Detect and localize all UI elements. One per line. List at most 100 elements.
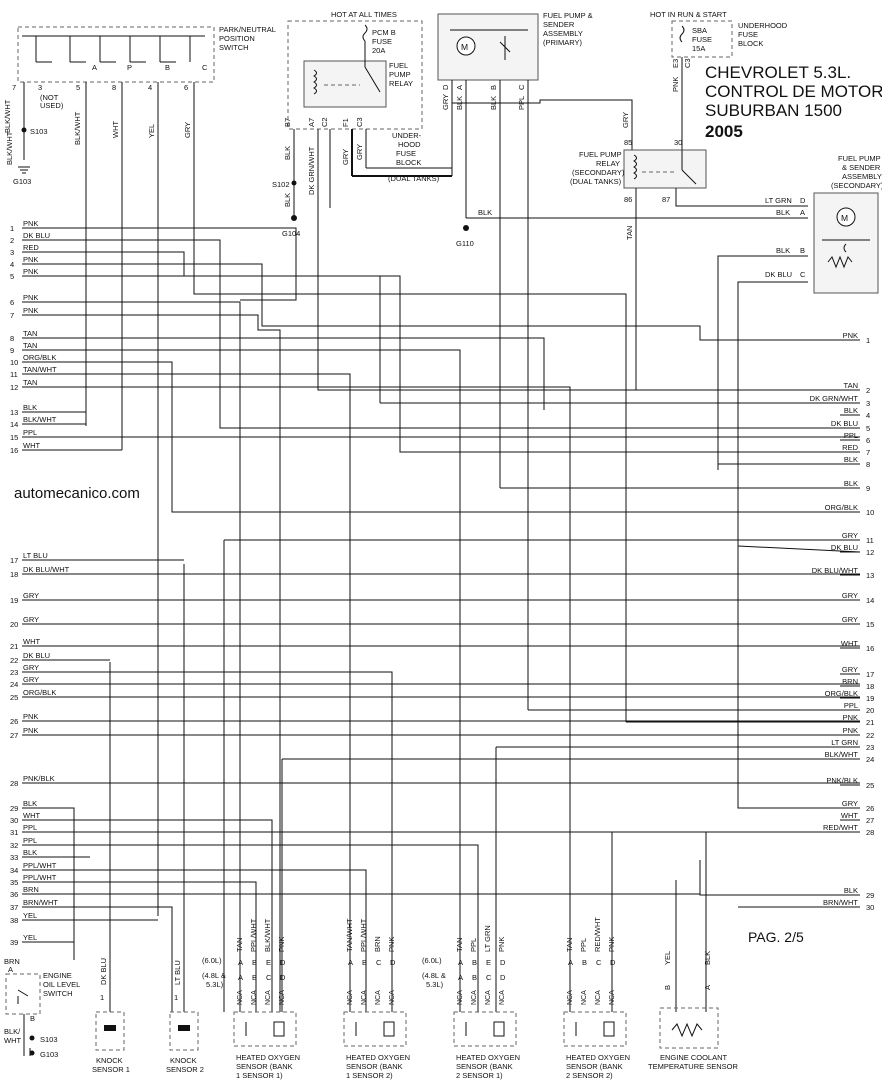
wire-ltgrn-d: LT GRN bbox=[765, 196, 792, 205]
right-pin-9: 9 bbox=[866, 484, 870, 493]
o2_2-nca-0: NCA bbox=[347, 990, 354, 1005]
right-wire-12: DK BLU bbox=[831, 543, 858, 552]
knock1-wire: DK BLU bbox=[99, 958, 108, 985]
route-29 bbox=[40, 819, 273, 1012]
o2_1-pin-1: B bbox=[252, 958, 257, 967]
o2_4-pin-1: B bbox=[582, 958, 587, 967]
wire-gry-d: GRY bbox=[441, 94, 450, 110]
right-pin-29: 29 bbox=[866, 891, 874, 900]
left-wire-11: TAN/WHT bbox=[23, 365, 57, 374]
wire-blk-g110: BLK bbox=[478, 208, 492, 217]
pin-f1: F1 bbox=[341, 118, 350, 127]
splice-s102: S102 bbox=[272, 180, 290, 189]
pcm-fuse-1: PCM B bbox=[372, 28, 396, 37]
left-wire-20: GRY bbox=[23, 615, 39, 624]
o2_1-label-2: 1 SENSOR 1) bbox=[236, 1071, 283, 1080]
o2_4-pin-3: D bbox=[610, 958, 616, 967]
left-wire-37: BRN/WHT bbox=[23, 898, 58, 907]
pnp-letter-c: C bbox=[202, 63, 208, 72]
left-wire-4: PNK bbox=[23, 255, 38, 264]
left-wire-3: RED bbox=[23, 243, 39, 252]
knock1-pin: 1 bbox=[100, 993, 104, 1002]
right-wire-21: PNK bbox=[843, 713, 858, 722]
o2_3-pin2-2: C bbox=[486, 973, 492, 982]
pnp-switch-box bbox=[17, 26, 215, 83]
route-56 bbox=[699, 860, 860, 896]
fp-primary-2: SENDER bbox=[543, 20, 575, 29]
title-line3: SUBURBAN 1500 bbox=[705, 101, 842, 120]
relay-label-3: RELAY bbox=[389, 79, 413, 88]
o2_3-wire-2: LT GRN bbox=[483, 925, 492, 952]
route-36 bbox=[40, 906, 173, 1012]
right-pin-5: 5 bbox=[866, 424, 870, 433]
knock-sensor-2 bbox=[169, 1011, 199, 1051]
route-8 bbox=[40, 349, 461, 1012]
o2_3-pin2-0: A bbox=[458, 973, 463, 982]
left-pin-39: 39 bbox=[10, 938, 18, 947]
right-wire-23: LT GRN bbox=[831, 738, 858, 747]
pnp-pin-5: 5 bbox=[76, 83, 80, 92]
o2_4-label-1: SENSOR (BANK bbox=[566, 1062, 623, 1071]
route-28 bbox=[40, 807, 75, 960]
fp-primary-3: ASSEMBLY bbox=[543, 29, 583, 38]
pin-la: A bbox=[800, 208, 805, 217]
title-line1: CHEVROLET 5.3L. bbox=[705, 63, 851, 82]
left-pin-8: 8 bbox=[10, 334, 14, 343]
left-pin-4: 4 bbox=[10, 260, 14, 269]
pin-a: A bbox=[455, 85, 464, 90]
right-wire-29: BLK bbox=[844, 886, 858, 895]
ground-g110: G110 bbox=[456, 239, 474, 248]
left-wire-32: PPL bbox=[23, 836, 37, 845]
o2_1-nca-3: NCA bbox=[279, 990, 286, 1005]
knock2-label-1: KNOCK bbox=[170, 1056, 197, 1065]
right-pin-11: 11 bbox=[866, 536, 874, 545]
pnp-wire-blkwht-2: BLK/WHT bbox=[73, 111, 82, 145]
o2_2-label-0: HEATED OXYGEN bbox=[346, 1053, 410, 1062]
right-wire-16: WHT bbox=[841, 639, 858, 648]
o2_4-wire-3: PNK bbox=[607, 937, 616, 952]
right-pin-19: 19 bbox=[866, 694, 874, 703]
o2_4-pin-2: C bbox=[596, 958, 602, 967]
left-pin-14: 14 bbox=[10, 420, 18, 429]
static-diagram: PARK/NEUTRAL POSITION SWITCH A P B C 7 3… bbox=[3, 10, 882, 945]
left-pin-25: 25 bbox=[10, 693, 18, 702]
o2_3-body bbox=[453, 1011, 517, 1047]
right-pin-14: 14 bbox=[866, 596, 874, 605]
oil-pin-a: A bbox=[8, 965, 13, 974]
fp-secondary-2: & SENDER bbox=[842, 163, 881, 172]
left-wire-17: LT BLU bbox=[23, 551, 48, 560]
left-wire-14: BLK/WHT bbox=[23, 415, 57, 424]
o2_4-nca-0: NCA bbox=[567, 990, 574, 1005]
uhfb-right-2: FUSE bbox=[738, 30, 758, 39]
left-wire-1: PNK bbox=[23, 219, 38, 228]
o2_2-body bbox=[343, 1011, 407, 1047]
pin-86: 86 bbox=[624, 195, 632, 204]
left-wire-21: WHT bbox=[23, 637, 40, 646]
right-wire-5: DK BLU bbox=[831, 419, 858, 428]
right-wire-15: GRY bbox=[842, 615, 858, 624]
route-7 bbox=[40, 337, 545, 410]
title-year: 2005 bbox=[705, 122, 743, 141]
right-wire-10: ORG/BLK bbox=[825, 503, 858, 512]
ect-body bbox=[659, 1007, 719, 1049]
o2_1-note-four: (4.8L & bbox=[202, 971, 226, 980]
right-pin-17: 17 bbox=[866, 670, 874, 679]
fp-secondary-3: ASSEMBLY bbox=[842, 172, 882, 181]
o2_3-pin-2: E bbox=[486, 958, 491, 967]
pnp-pin-6: 6 bbox=[184, 83, 188, 92]
pin-c2: C2 bbox=[320, 117, 329, 127]
pin-c3r: C3 bbox=[683, 58, 692, 68]
right-wire-2: TAN bbox=[844, 381, 858, 390]
uhfb-left-2: HOOD bbox=[398, 140, 421, 149]
left-pin-13: 13 bbox=[10, 408, 18, 417]
right-pin-25: 25 bbox=[866, 781, 874, 790]
left-wire-8: TAN bbox=[23, 329, 37, 338]
knock-sensor-1 bbox=[95, 1011, 125, 1051]
fuel-pump-relay bbox=[303, 60, 387, 108]
left-wire-9: TAN bbox=[23, 341, 37, 350]
fuel-pump-relay-secondary bbox=[623, 149, 707, 189]
wire-dkblu-c: DK BLU bbox=[765, 270, 792, 279]
